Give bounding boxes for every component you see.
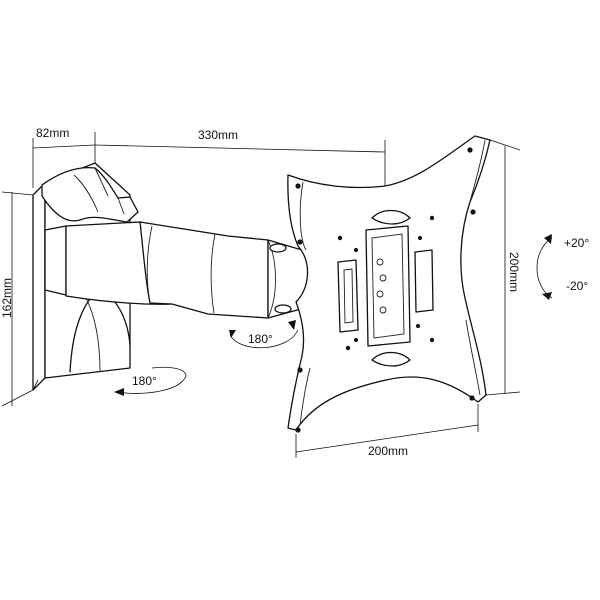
mounting-holes — [295, 147, 476, 433]
tilt-arrow — [536, 234, 553, 300]
vesa-vertical-label: 200mm — [507, 252, 521, 292]
tilt-up-label: +20° — [564, 236, 589, 250]
vesa-horizontal-label: 200mm — [368, 444, 408, 458]
dimension-330mm — [94, 140, 386, 186]
swivel-wall-arrow — [114, 366, 187, 396]
swivel-wall-label: 180° — [132, 374, 157, 388]
vesa-mounting-plate — [287, 135, 491, 431]
swivel-head-label: 180° — [248, 332, 273, 346]
dimension-200mm-horizontal — [295, 404, 479, 458]
extension-label: 330mm — [198, 128, 238, 142]
tilt-down-label: -20° — [566, 279, 588, 293]
depth-label: 82mm — [36, 126, 69, 140]
dimension-162mm — [1, 191, 34, 407]
wall-plate — [32, 162, 139, 391]
height-label: 162mm — [0, 278, 14, 318]
swivel-head-arrow — [229, 320, 299, 349]
dimension-82mm — [32, 132, 96, 188]
dimension-200mm-vertical — [485, 139, 521, 396]
